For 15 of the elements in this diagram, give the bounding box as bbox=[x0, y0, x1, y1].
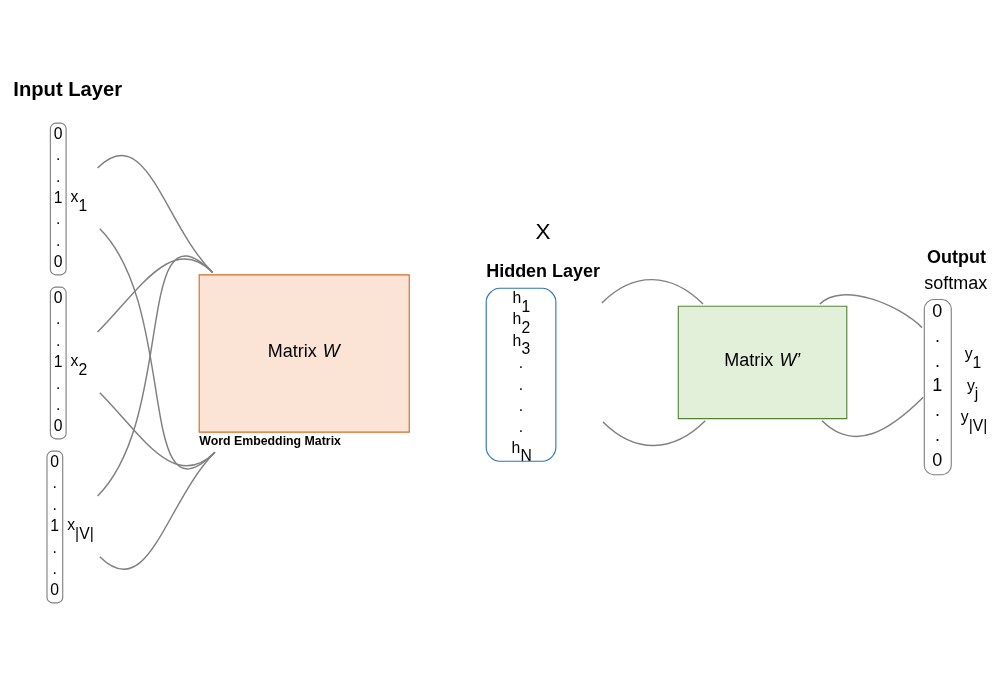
connector bbox=[99, 228, 216, 470]
label: Input Layer bbox=[13, 77, 123, 100]
connector bbox=[99, 392, 216, 467]
connector bbox=[821, 396, 924, 438]
label: X bbox=[535, 218, 551, 244]
connector bbox=[601, 278, 704, 305]
connector bbox=[819, 294, 923, 329]
node-label: Output bbox=[927, 247, 986, 268]
connector bbox=[602, 420, 706, 447]
connector bbox=[96, 255, 214, 497]
node-label: Hidden Layer bbox=[486, 260, 601, 281]
connector bbox=[99, 451, 216, 571]
connector bbox=[96, 258, 214, 333]
node-label: softmax bbox=[924, 273, 988, 294]
node-label: Word Embedding Matrix bbox=[199, 434, 341, 449]
